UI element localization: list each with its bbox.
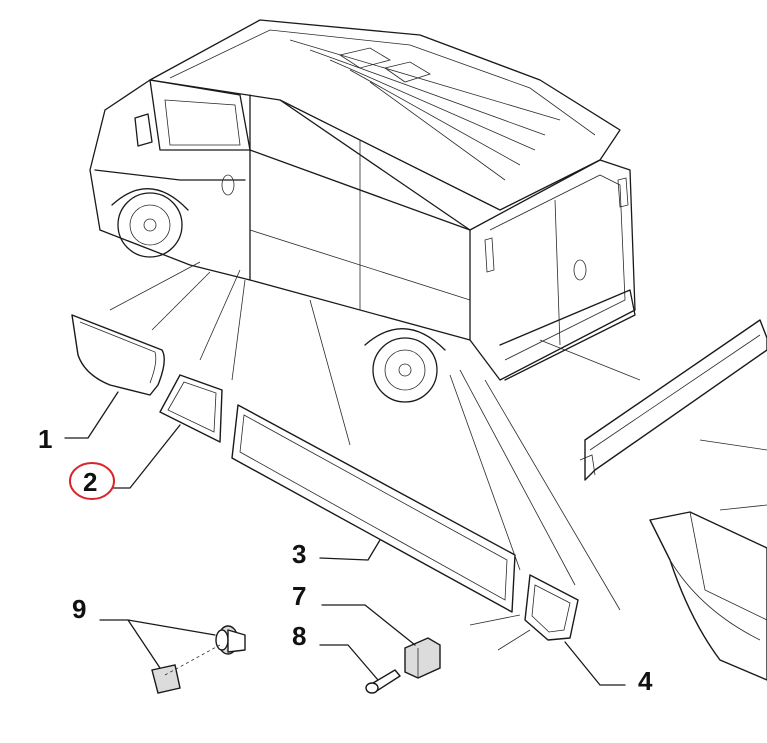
callout-4: 4 (638, 666, 653, 696)
callout-3: 3 (292, 539, 306, 569)
callout-9: 9 (72, 594, 86, 624)
part-2-pillar-trim (159, 374, 223, 443)
callout-labels: 1 2 3 4 7 8 9 (38, 424, 653, 696)
van-illustration (89, 19, 636, 403)
callout-8: 8 (292, 621, 306, 651)
leader-lines (64, 261, 767, 686)
part-7-clip (404, 637, 441, 679)
right-side-rail-part (579, 319, 767, 481)
callout-1: 1 (38, 424, 52, 454)
part-4-rear-trim (524, 574, 579, 641)
part-3-side-moulding (231, 404, 516, 613)
right-side-bumper-part (649, 511, 767, 681)
highlight-circle (69, 462, 115, 500)
part-1-front-trim (71, 314, 165, 396)
callout-7: 7 (292, 581, 306, 611)
part-8-screw (365, 669, 401, 694)
part-9-push-pin (151, 625, 246, 694)
callout-2: 2 (83, 467, 97, 497)
